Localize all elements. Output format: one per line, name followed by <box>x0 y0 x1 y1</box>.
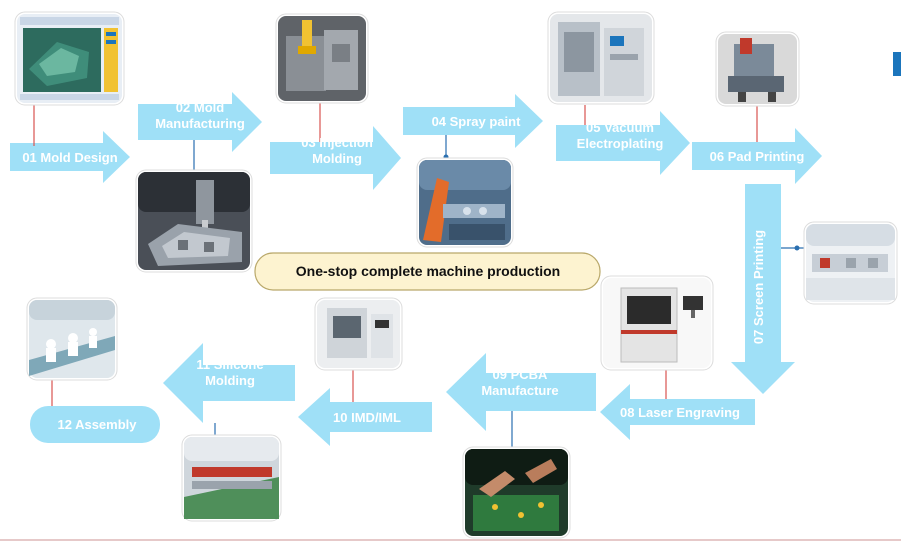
step-label-05-line-2: Electroplating <box>577 136 664 151</box>
photo-vacuum-chamber <box>547 11 655 105</box>
step-label-04: 04 Spray paint <box>432 114 522 129</box>
photo-pad-printing <box>715 31 800 107</box>
photo-cad-software <box>14 11 125 106</box>
step-label-11-line-1: 11 Silicone <box>196 357 263 372</box>
step-label-07-line-1: 07 Screen Printing <box>751 230 766 344</box>
step-label-04-line-1: 04 Spray paint <box>432 114 522 129</box>
arrow-04 <box>403 94 543 148</box>
step-label-10: 10 IMD/IML <box>333 410 401 425</box>
arrow-08 <box>600 384 755 440</box>
arrow-01 <box>10 131 130 183</box>
step-label-01: 01 Mold Design <box>22 150 117 165</box>
banner-title: One-stop complete machine production <box>296 263 560 279</box>
arrow-11 <box>163 343 295 423</box>
photo-injection-mold <box>275 13 369 104</box>
photo-laser-engraver <box>600 275 714 371</box>
arrow-09 <box>446 353 596 431</box>
arrows-layer <box>10 92 822 446</box>
arrow-06 <box>692 128 822 184</box>
step-label-05-line-1: 05 Vacuum <box>586 120 654 135</box>
step-label-03-line-1: 03 Injection <box>301 135 373 150</box>
corner-accent <box>893 52 901 76</box>
title-banner: One-stop complete machine production <box>254 252 601 291</box>
photo-pcb-soldering <box>462 446 571 539</box>
step-label-02-line-2: Manufacturing <box>155 116 245 131</box>
photo-spray-painting <box>416 157 514 248</box>
photo-screen-printing <box>803 221 898 305</box>
step-label-09-line-1: 09 PCBA <box>493 367 549 382</box>
step-label-06-line-1: 06 Pad Printing <box>710 149 805 164</box>
arrow-07 <box>731 184 795 394</box>
photo-cnc-machining <box>135 169 253 273</box>
photo-assembly-line <box>26 297 118 381</box>
step-label-07: 07 Screen Printing <box>751 230 766 344</box>
arrow-02 <box>138 92 262 152</box>
step-label-06: 06 Pad Printing <box>710 149 805 164</box>
photo-silicone-factory <box>181 434 282 522</box>
photo-imd-machine <box>314 297 403 371</box>
step-label-12: 12 Assembly <box>57 417 137 432</box>
step-label-03-line-2: Molding <box>312 151 362 166</box>
connector-dot-07 <box>794 245 800 251</box>
step-label-01-line-1: 01 Mold Design <box>22 150 117 165</box>
step-label-10-line-1: 10 IMD/IML <box>333 410 401 425</box>
step-label-08: 08 Laser Engraving <box>620 405 740 420</box>
arrow-10 <box>298 388 432 446</box>
step-label-08-line-1: 08 Laser Engraving <box>620 405 740 420</box>
step-label-09-line-2: Manufacture <box>481 383 558 398</box>
arrow-03 <box>270 126 401 190</box>
arrow-05 <box>556 111 690 175</box>
step-label-11-line-2: Molding <box>205 373 255 388</box>
step-label-02-line-1: 02 Mold <box>176 100 224 115</box>
arrow-12 <box>30 406 160 443</box>
step-label-12-line-1: 12 Assembly <box>57 417 137 432</box>
